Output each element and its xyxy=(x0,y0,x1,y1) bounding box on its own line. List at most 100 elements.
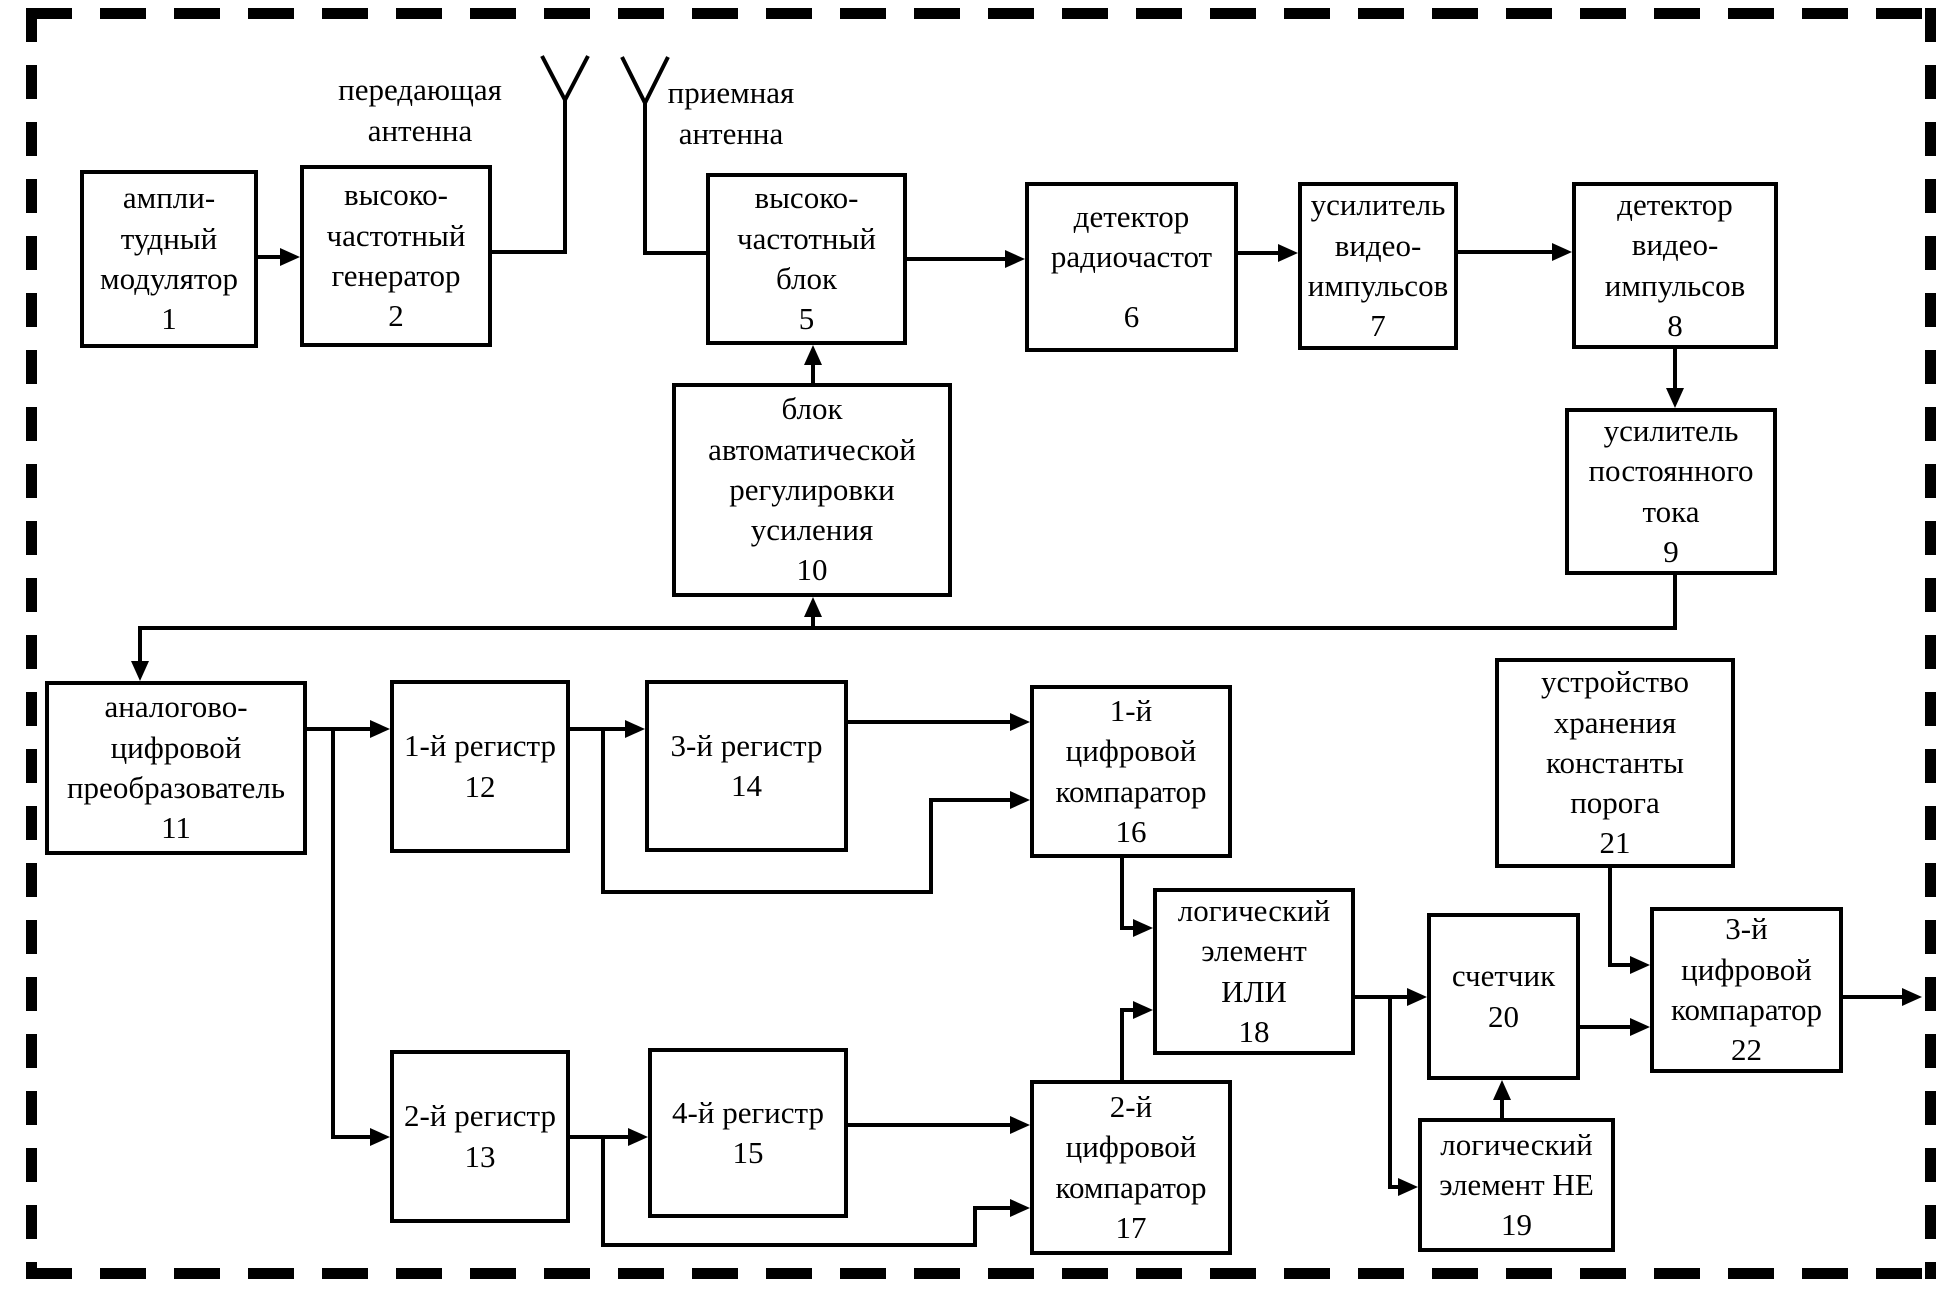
wire-18-19 xyxy=(1388,1185,1402,1189)
block-18-number: 18 xyxy=(1238,1013,1270,1049)
block-9-number: 9 xyxy=(1663,533,1679,569)
block-2-number: 2 xyxy=(388,298,404,334)
wire-10-5 xyxy=(811,364,815,383)
block-21-threshold-constant-storage: устройство хранения константы порога 21 xyxy=(1495,658,1735,868)
wire-5-6 xyxy=(907,257,1007,261)
arrow-into-2 xyxy=(280,248,300,266)
arrow-into-11 xyxy=(131,661,149,681)
wire-13-17-drop xyxy=(601,1135,605,1247)
arrow-into-6 xyxy=(1005,250,1025,268)
block-7-label: усилитель видео- импульсов xyxy=(1307,187,1449,303)
feedback-bus xyxy=(138,626,1677,630)
block-1-number: 1 xyxy=(161,301,177,337)
antenna-4-text: приемная антенна xyxy=(667,75,795,151)
wire-12-16-run xyxy=(601,890,933,894)
dashed-border-right xyxy=(1925,8,1936,1279)
arrow-output xyxy=(1902,988,1922,1006)
block-12-register-1: 1-й регистр 12 xyxy=(390,680,570,853)
block-11-number: 11 xyxy=(161,810,191,846)
arrow-into-22-upper xyxy=(1630,956,1650,974)
block-14-number: 14 xyxy=(731,768,762,803)
wire-19-20 xyxy=(1500,1097,1504,1118)
arrow-into-15 xyxy=(628,1128,648,1146)
block-9-label: усилитель постоянного тока xyxy=(1588,412,1754,529)
arrow-into-22-lower xyxy=(1630,1018,1650,1036)
wire-11-12 xyxy=(307,727,374,731)
block-12-number: 12 xyxy=(464,768,496,804)
block-17-label: 2-й цифровой компаратор xyxy=(1055,1088,1207,1205)
block-13-register-2: 2-й регистр 13 xyxy=(390,1050,570,1223)
arrow-into-18-upper xyxy=(1133,919,1153,937)
wire-14-16 xyxy=(848,720,1014,724)
wire-feedback-10 xyxy=(811,614,815,628)
arrow-into-16-lower xyxy=(1010,791,1030,809)
block-15-number: 15 xyxy=(732,1135,764,1170)
block-15-label: 4-й регистр xyxy=(672,1094,824,1130)
block-13-number: 13 xyxy=(464,1138,496,1174)
block-12-label: 1-й регистр xyxy=(404,728,556,764)
wire-antenna4-5 xyxy=(643,251,706,255)
wire-17-18-rise xyxy=(1120,1008,1124,1080)
block-6-rf-detector: детектор радиочастот 6 xyxy=(1025,182,1238,352)
wire-22-output xyxy=(1843,995,1904,999)
wire-11-13-drop xyxy=(331,727,335,1139)
wire-6-7 xyxy=(1238,251,1280,255)
block-13-label: 2-й регистр xyxy=(404,1098,556,1134)
block-10-label: блок автоматической регулировки усиления xyxy=(708,391,916,548)
wire-16-18 xyxy=(1120,926,1137,930)
block-7-video-pulse-amplifier: усилитель видео- импульсов 7 xyxy=(1298,182,1458,350)
wire-18-20 xyxy=(1355,995,1411,999)
arrow-into-7 xyxy=(1278,244,1298,262)
arrow-into-10 xyxy=(804,597,822,617)
block-21-number: 21 xyxy=(1599,825,1631,861)
arrow-into-14 xyxy=(625,720,645,738)
block-19-logic-not: логический элемент НЕ 19 xyxy=(1418,1118,1615,1252)
arrow-into-17-lower xyxy=(1010,1199,1030,1217)
block-20-counter: счетчик 20 xyxy=(1427,913,1580,1080)
wire-13-17-run xyxy=(601,1243,977,1247)
wire-20-22 xyxy=(1580,1025,1634,1029)
arrow-into-20 xyxy=(1407,988,1427,1006)
block-22-number: 22 xyxy=(1731,1032,1762,1068)
block-5-hf-unit: высоко- частотный блок 5 xyxy=(706,173,907,345)
antenna-3-text: передающая антенна xyxy=(338,72,502,148)
block-19-label: логический элемент НЕ xyxy=(1439,1126,1594,1202)
block-8-label: детектор видео- импульсов xyxy=(1604,186,1746,303)
arrow-into-19 xyxy=(1398,1178,1418,1196)
block-16-digital-comparator-1: 1-й цифровой компаратор 16 xyxy=(1030,685,1232,858)
dashed-border-top xyxy=(26,8,1936,19)
block-17-number: 17 xyxy=(1115,1209,1147,1245)
block-18-label: логический элемент ИЛИ xyxy=(1177,892,1331,1009)
block-5-number: 5 xyxy=(798,301,815,337)
wire-13-17-in xyxy=(973,1206,1014,1210)
dashed-border-left xyxy=(26,8,37,1279)
block-9-dc-amplifier: усилитель постоянного тока 9 xyxy=(1565,408,1777,575)
wire-13-17-rise xyxy=(973,1206,977,1247)
block-8-number: 8 xyxy=(1667,307,1683,343)
wire-12-16-rise xyxy=(929,798,933,894)
block-10-agc-unit: блок автоматической регулировки усиления… xyxy=(672,383,952,597)
block-1-label: ампли- тудный модулятор xyxy=(99,180,238,296)
block-15-register-4: 4-й регистр 15 xyxy=(648,1048,848,1218)
arrow-into-16-upper xyxy=(1010,713,1030,731)
wire-17-18 xyxy=(1120,1008,1137,1012)
arrow-into-5 xyxy=(804,345,822,365)
wire-18-19-drop xyxy=(1388,995,1392,1189)
block-14-register-3: 3-й регистр 14 xyxy=(645,680,848,852)
wire-15-17 xyxy=(848,1123,1014,1127)
wire-12-16-drop xyxy=(601,727,605,894)
block-18-logic-or: логический элемент ИЛИ 18 xyxy=(1153,888,1355,1055)
arrow-into-12 xyxy=(370,720,390,738)
arrow-into-9 xyxy=(1666,388,1684,408)
receive-antenna-icon xyxy=(620,56,670,255)
block-21-label: устройство хранения константы порога xyxy=(1540,664,1689,821)
arrow-into-17-upper xyxy=(1010,1116,1030,1134)
block-16-number: 16 xyxy=(1115,813,1147,849)
wire-21-22 xyxy=(1608,963,1634,967)
arrow-into-20-bottom xyxy=(1493,1080,1511,1100)
dashed-border-bottom xyxy=(26,1268,1936,1279)
block-5-label: высоко- частотный блок xyxy=(737,180,876,296)
arrow-into-8 xyxy=(1552,243,1572,261)
block-11-label: аналогово- цифровой преобразователь xyxy=(66,689,286,805)
